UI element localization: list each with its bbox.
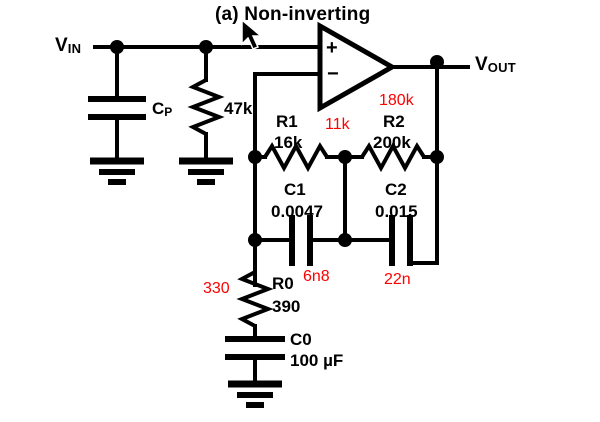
opamp-triangle <box>317 21 398 113</box>
r0-name-label: R0 <box>272 274 294 293</box>
r1-name-label: R1 <box>276 112 298 131</box>
vout-label: VOUT <box>475 55 516 74</box>
r47k-value-label: 47k <box>224 99 253 118</box>
cp-label-name: C <box>152 99 165 118</box>
r47k-zigzag <box>187 78 225 136</box>
vout-label-subscript: OUT <box>487 60 517 75</box>
c0-name-label: C0 <box>290 330 312 349</box>
c2-alt-value-label: 22n <box>384 271 411 288</box>
cp-label-subscript: P <box>164 105 173 119</box>
vin-label: VIN <box>55 36 81 55</box>
r0-value-label: 390 <box>272 297 301 316</box>
opamp-plus-sign: + <box>326 37 338 59</box>
r2-alt-value-label: 180k <box>379 92 414 109</box>
c0-value-label: 100 µF <box>290 351 344 370</box>
r2-zigzag <box>360 141 426 173</box>
r1-zigzag <box>263 141 329 173</box>
opamp-symbol <box>253 21 470 113</box>
r1-alt-value-label: 11k <box>325 116 350 133</box>
node-dot-c1-c2-mid <box>338 233 352 247</box>
r1-value-label: 16k <box>274 133 303 152</box>
vin-label-subscript: IN <box>67 41 82 56</box>
c1-name-label: C1 <box>284 180 306 199</box>
c2-value-label: 0.015 <box>375 202 418 221</box>
r2-value-label: 200k <box>373 133 411 152</box>
cp-branch <box>88 45 146 185</box>
r2-name-label: R2 <box>383 112 405 131</box>
r0-zigzag <box>236 270 274 328</box>
c1-alt-value-label: 6n8 <box>303 268 330 285</box>
figure-title: (a) Non-inverting <box>215 4 371 25</box>
c2-name-label: C2 <box>385 180 407 199</box>
vin-label-text: V <box>55 35 68 56</box>
r47k-branch <box>179 45 233 185</box>
c1-value-label: 0.0047 <box>271 202 323 221</box>
r0-c0-branch <box>225 238 285 408</box>
opamp-minus-sign: − <box>327 63 339 85</box>
vout-label-text: V <box>475 54 488 75</box>
r0-alt-value-label: 330 <box>203 280 230 297</box>
cp-label: CP <box>152 99 173 119</box>
node-dot-r1-left <box>248 150 262 164</box>
